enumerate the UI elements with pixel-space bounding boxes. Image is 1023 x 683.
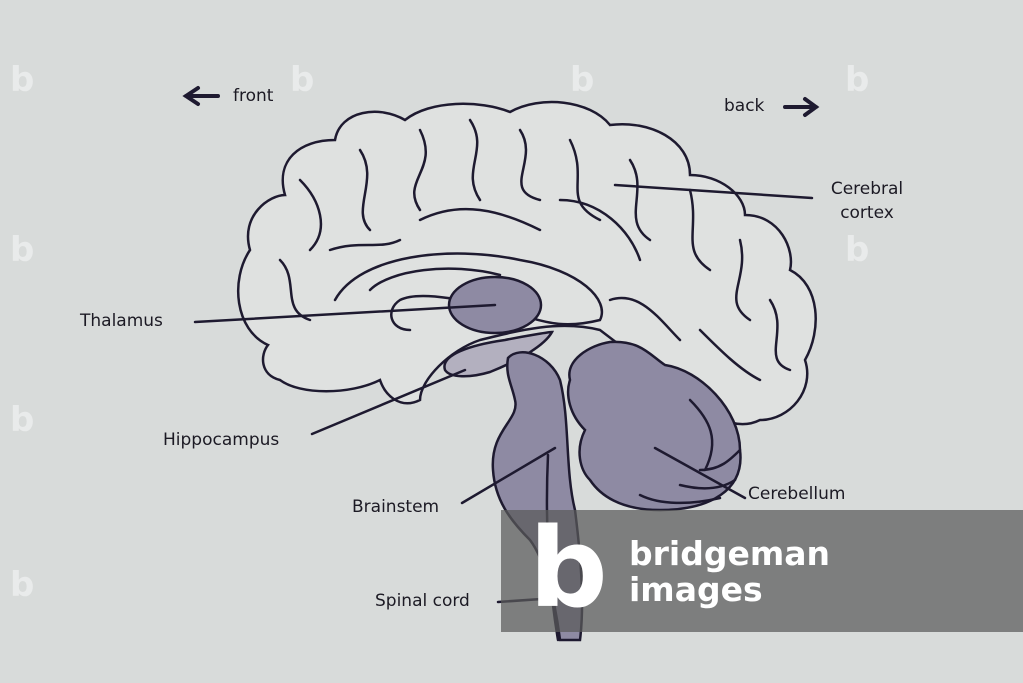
bridgeman-logo: b [529, 504, 608, 632]
cerebral-cortex-label: Cerebral cortex [830, 179, 904, 223]
watermark-text: bridgeman images [629, 536, 830, 608]
brainstem-label: Brainstem [352, 497, 440, 517]
back-label: back [724, 96, 765, 116]
watermark-b: b [290, 60, 315, 100]
cerebrum-outline [236, 100, 817, 426]
leader-thalamus [193, 303, 497, 324]
watermark-b: b [10, 400, 35, 440]
hippocampus-label: Hippocampus [163, 430, 280, 450]
corpus-callosum [333, 252, 603, 332]
hippocampus-shape [443, 330, 555, 378]
gyri-lines [278, 118, 792, 382]
cerebellum-folia [638, 398, 742, 505]
watermark-line1: bridgeman [629, 534, 830, 573]
spinal-cord-label: Spinal cord [375, 591, 470, 611]
watermark-b: b [10, 60, 35, 100]
watermark-b: b [570, 60, 595, 100]
front-label: front [233, 86, 274, 106]
leader-cerebellum [653, 446, 747, 500]
watermark-b: b [845, 60, 870, 100]
watermark-b: b [10, 565, 35, 605]
leader-brainstem [460, 446, 557, 505]
bridgeman-watermark: b bridgeman images [501, 510, 1023, 632]
watermark-line2: images [629, 570, 763, 609]
front-arrow [182, 86, 220, 106]
leader-hippocampus [310, 368, 467, 436]
watermark-b: b [845, 230, 870, 270]
watermark-b: b [10, 230, 35, 270]
cerebellum-label: Cerebellum [748, 484, 846, 504]
thalamus-label: Thalamus [80, 311, 163, 331]
back-arrow [783, 97, 820, 117]
leader-cortex [613, 183, 814, 200]
cerebellum-shape [566, 340, 742, 512]
